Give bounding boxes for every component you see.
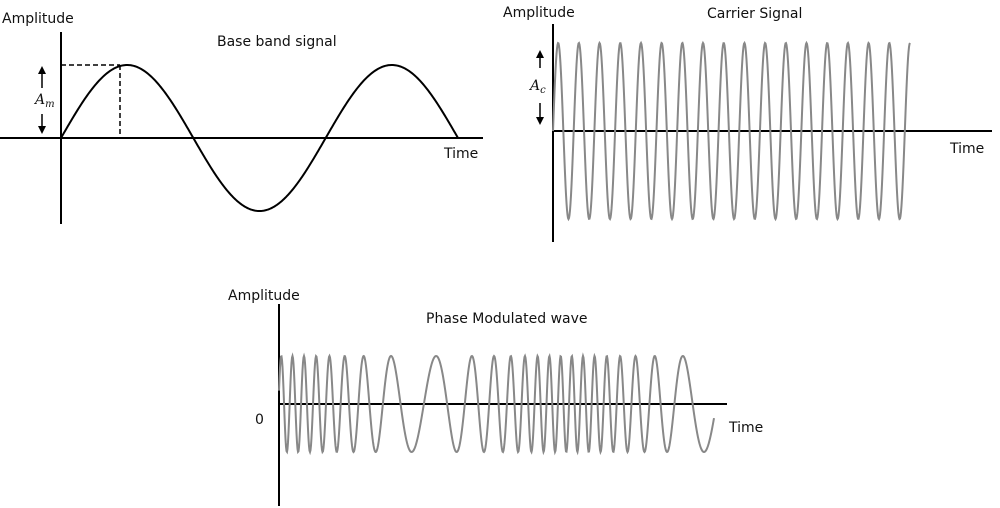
baseband-panel: Amplitude Base band signal Time Am [0,11,483,224]
pm-title: Phase Modulated wave [426,311,588,327]
carrier-amplitude-arrow [536,50,544,125]
baseband-x-axis-label: Time [443,146,478,162]
carrier-title: Carrier Signal [707,6,802,22]
baseband-title: Base band signal [217,34,337,50]
carrier-x-axis-label: Time [949,141,984,157]
pm-wave [278,352,715,456]
carrier-panel: Amplitude Carrier Signal Time Ac [503,5,992,242]
baseband-amplitude-arrow [38,66,46,134]
baseband-amplitude-label: Am [33,92,55,110]
carrier-amplitude-label: Ac [528,78,546,96]
carrier-wave [552,40,911,222]
pm-x-axis-label: Time [728,420,763,436]
pm-panel: Amplitude Phase Modulated wave Time 0 [228,288,763,506]
carrier-y-axis-label: Amplitude [503,5,575,21]
baseband-wave [60,63,459,212]
pm-y-axis-label: Amplitude [228,288,300,304]
pm-origin-label: 0 [255,412,264,428]
baseband-y-axis-label: Amplitude [2,11,74,27]
